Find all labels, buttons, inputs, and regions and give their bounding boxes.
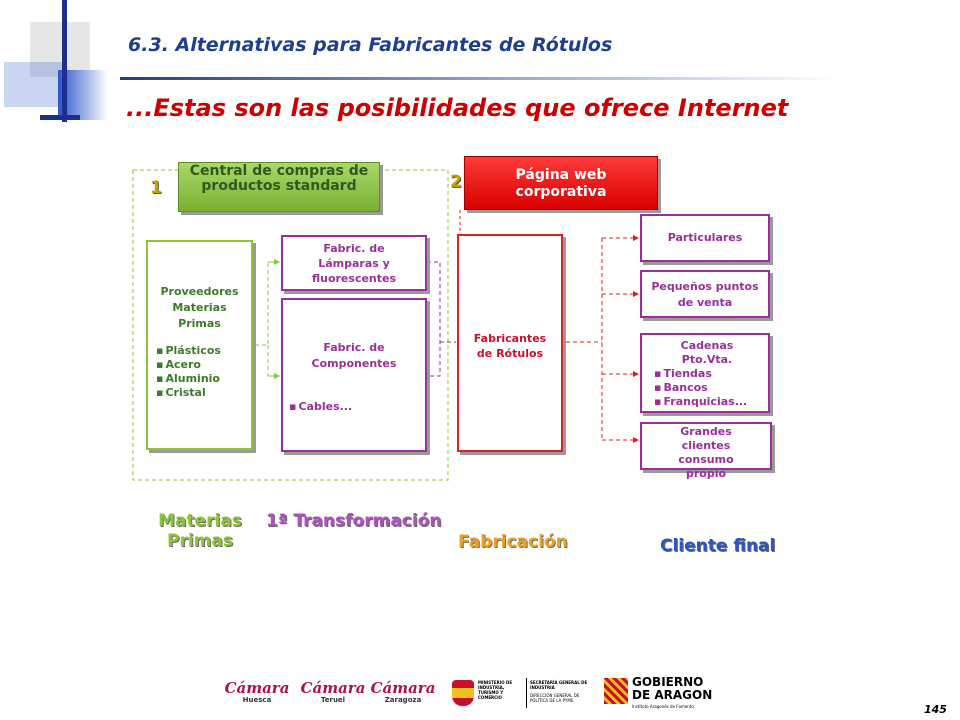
- pagina-web-label: Página web corporativa: [515, 167, 607, 200]
- logo-camara-zaragoza: Cámara Zaragoza: [370, 679, 436, 704]
- grandes-box: Grandes clientes consumo propio: [640, 422, 772, 480]
- componentes-title: Fabric. de Componentes: [311, 341, 397, 370]
- proveedores-box: Proveedores Materias Primas Plásticos Ac…: [146, 240, 253, 450]
- main-title: ...Estas son las posibilidades que ofrec…: [126, 94, 789, 122]
- logo-gobierno-aragon: GOBIERNO DE ARAGON Instituto Aragonés de…: [604, 676, 720, 712]
- fabricantes-box: Fabricantes de Rótulos: [457, 234, 563, 452]
- list-item: Aluminio: [156, 372, 243, 386]
- list-item: Bancos: [654, 381, 764, 395]
- central-compras-box: Central de compras de productos standard: [178, 162, 380, 212]
- stage-cliente: Cliente final: [660, 536, 776, 556]
- connector-proveedores: [255, 261, 280, 377]
- fabricantes-label: Fabricantes de Rótulos: [473, 332, 547, 360]
- connector-clients: [566, 238, 603, 440]
- connector-fabric: [427, 261, 456, 377]
- pequenos-label: Pequeños puntos de venta: [651, 280, 759, 309]
- lamparas-label: Fabric. de Lámparas y fluorescentes: [311, 242, 397, 285]
- stage-fabricacion: Fabricación: [458, 532, 568, 552]
- particulares-label: Particulares: [667, 231, 743, 244]
- aragon-flag-icon: [604, 678, 628, 704]
- page-number: 145: [924, 703, 947, 716]
- logo-camara-huesca: Cámara Huesca: [224, 679, 290, 704]
- logo-camara-teruel: Cámara Teruel: [300, 679, 366, 704]
- grandes-label: Grandes clientes consumo propio: [678, 425, 734, 480]
- proveedores-title: Proveedores Materias Primas: [160, 285, 239, 330]
- list-item: Plásticos: [156, 344, 243, 358]
- componentes-list: Cables...: [289, 400, 419, 414]
- stage-materias: Materias Primas: [158, 511, 242, 551]
- region-number-1: 1: [150, 178, 162, 198]
- corner-decoration: [0, 0, 120, 125]
- particulares-box: Particulares: [640, 214, 770, 262]
- logo-ministerio: MINISTERIO DE INDUSTRIA, TURISMO Y COMER…: [452, 676, 588, 710]
- region-number-2: 2: [450, 172, 462, 192]
- list-item: Tiendas: [654, 367, 764, 381]
- list-item: Cables...: [289, 400, 419, 414]
- list-item: Cristal: [156, 386, 243, 400]
- pequenos-box: Pequeños puntos de venta: [640, 270, 770, 318]
- cadenas-box: Cadenas Pto.Vta. Tiendas Bancos Franquic…: [640, 333, 770, 413]
- title-divider: [120, 77, 840, 80]
- list-item: Franquicias...: [654, 395, 764, 409]
- lamparas-box: Fabric. de Lámparas y fluorescentes: [281, 235, 427, 291]
- coat-of-arms-icon: [452, 680, 474, 706]
- pagina-web-box: Página web corporativa: [464, 156, 658, 210]
- central-compras-label: Central de compras de productos standard: [189, 163, 369, 194]
- componentes-box: Fabric. de Componentes Cables...: [281, 298, 427, 452]
- cadenas-list: Tiendas Bancos Franquicias...: [650, 367, 764, 409]
- stage-transformacion: 1ª Transformación: [266, 511, 442, 531]
- proveedores-list: Plásticos Acero Aluminio Cristal: [156, 344, 243, 400]
- section-title: 6.3. Alternativas para Fabricantes de Ró…: [128, 34, 613, 56]
- cadenas-title: Cadenas Pto.Vta.: [680, 339, 734, 366]
- list-item: Acero: [156, 358, 243, 372]
